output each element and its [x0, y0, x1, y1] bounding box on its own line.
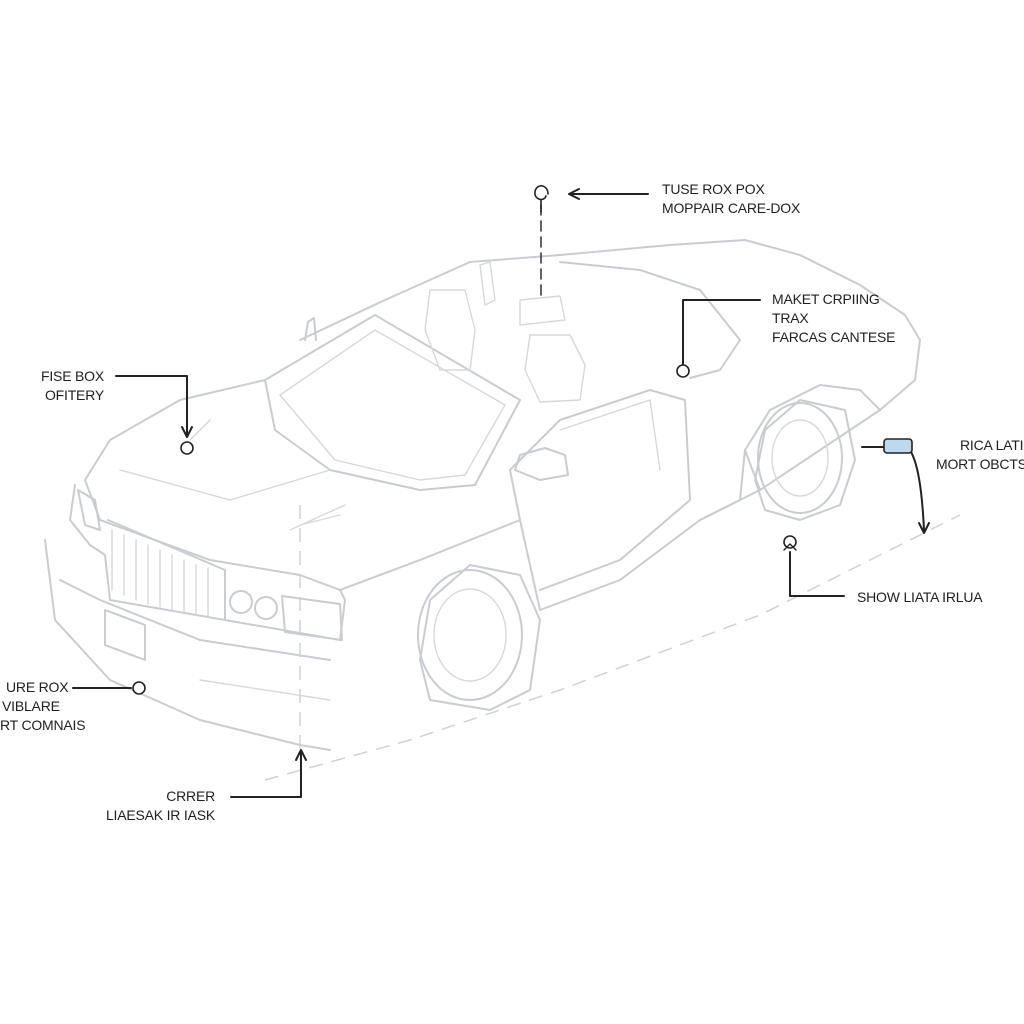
car-body — [44, 239, 921, 751]
callout-top-line2: MOPPAIR CARE-DOX — [662, 200, 801, 216]
callout-top-right-line3: FARCAS CANTESE — [772, 329, 896, 345]
callout-right-lower-line1: SHOW LIATA IRLUA — [857, 589, 983, 605]
ground-line-front — [264, 514, 961, 781]
callout-bottom-left: URE ROX VIBLARE RT COMNAIS — [0, 678, 86, 735]
arrow-top — [568, 188, 580, 200]
leader-lines — [72, 188, 930, 798]
callout-bottom-left-line2: VIBLARE — [2, 698, 60, 714]
callout-left-line2: OFITERY — [44, 387, 104, 403]
callout-top-right-line1: MAKET CRPIING — [772, 291, 880, 307]
marker-left — [180, 441, 194, 455]
hook-connector-icon — [534, 185, 549, 213]
callout-top-line1: TUSE ROX POX — [662, 181, 765, 197]
ground-point-icon — [783, 535, 797, 551]
callout-bottom-left-line1: URE ROX — [6, 679, 69, 695]
sensor-plug-icon — [883, 438, 913, 454]
leader-top-right — [682, 299, 761, 366]
leader-bottom — [230, 751, 302, 798]
callout-bottom: CRRER LIAESAK IR IASK — [100, 787, 215, 825]
callout-bottom-line1: CRRER — [166, 788, 215, 804]
callout-far-right: RICA LATI MORT OBCTS — [936, 436, 1024, 474]
marker-bottom-left — [132, 681, 146, 695]
callout-right-lower: SHOW LIATA IRLUA — [857, 588, 983, 607]
callout-far-right-line2: MORT OBCTS — [936, 456, 1024, 472]
marker-top-right — [676, 364, 690, 378]
callout-left-line1: FISE BOX — [41, 368, 104, 384]
leader-left — [115, 375, 188, 437]
leader-right-lower — [789, 551, 845, 597]
callout-far-right-line1: RICA LATI — [960, 437, 1024, 453]
callout-left: FISE BOX OFITERY — [18, 367, 104, 405]
callout-top-right: MAKET CRPIING TRAX FARCAS CANTESE — [772, 290, 895, 347]
callout-bottom-left-line3: RT COMNAIS — [0, 717, 86, 733]
callout-top-right-line2: TRAX — [772, 310, 809, 326]
callout-bottom-line2: LIAESAK IR IASK — [105, 807, 215, 823]
callout-top: TUSE ROX POX MOPPAIR CARE-DOX — [662, 180, 800, 218]
